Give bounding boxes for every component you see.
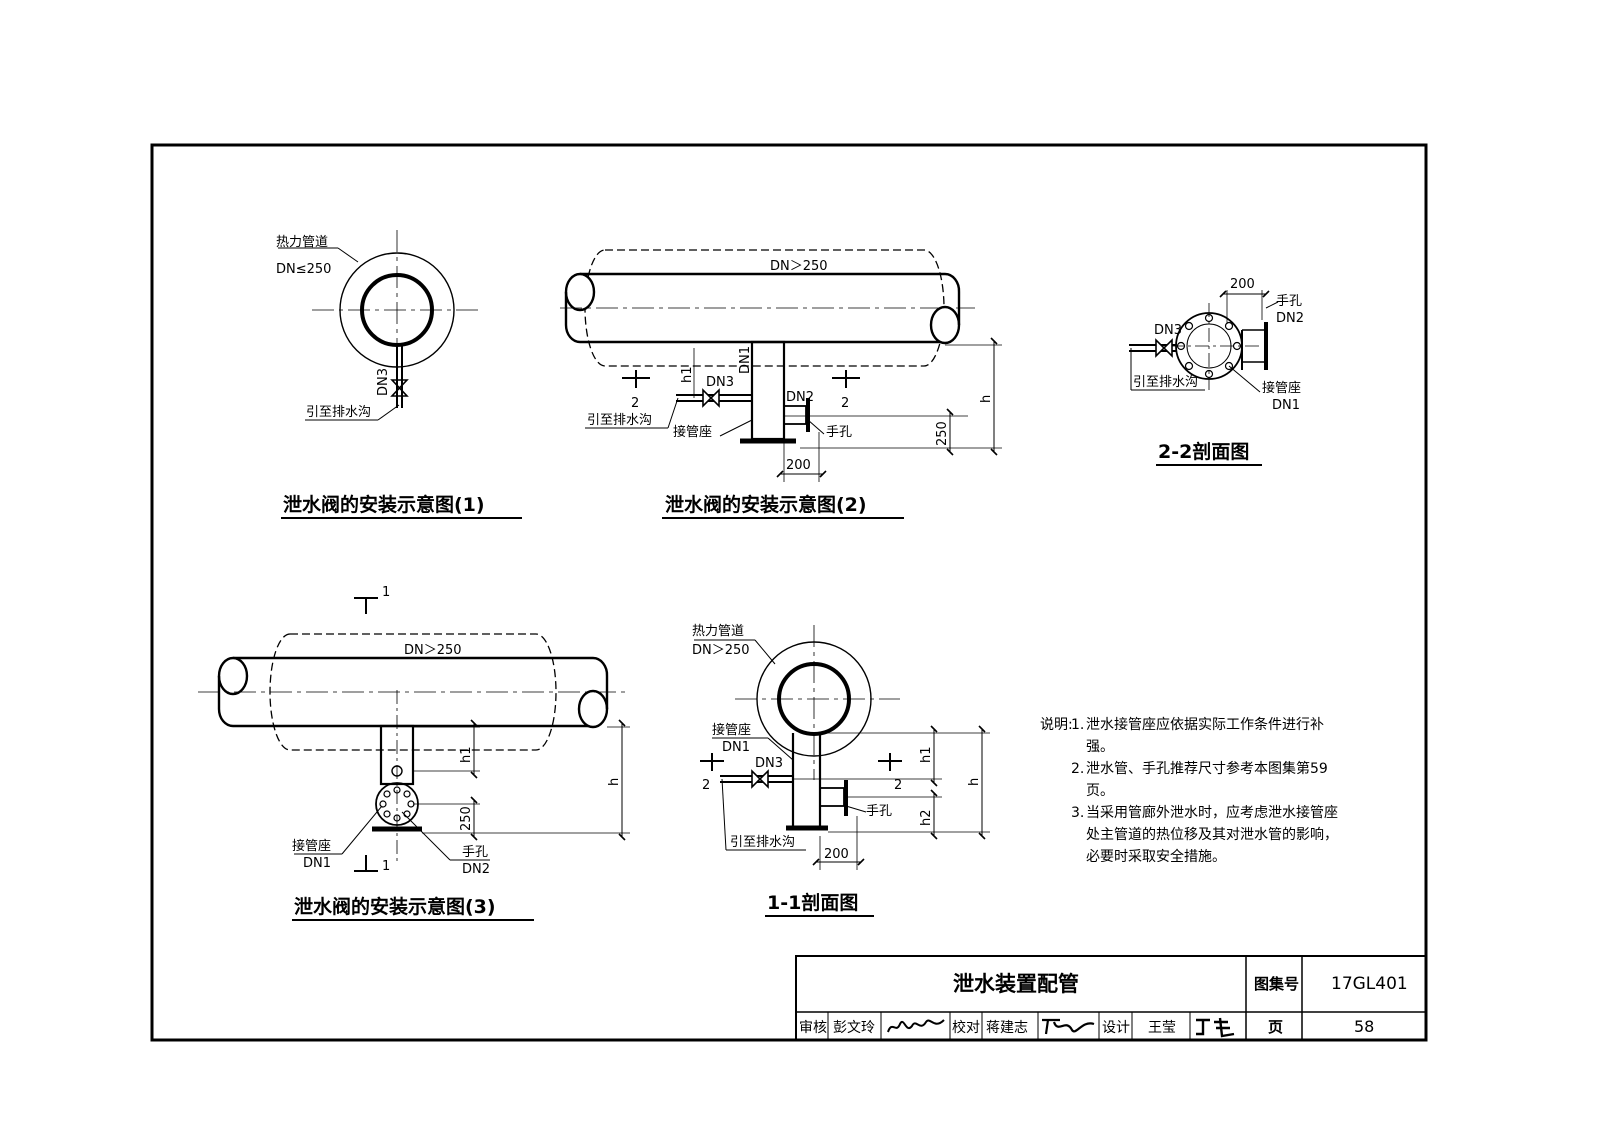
- atlas-no-label: 图集号: [1254, 975, 1299, 993]
- title-sec11: 1-1剖面图: [767, 891, 858, 914]
- label-dn1: DN1: [1272, 398, 1300, 413]
- label-socket-seat: 接管座: [292, 838, 331, 854]
- atlas-no: 17GL401: [1331, 974, 1408, 994]
- label-dn2: DN2: [462, 862, 490, 877]
- label-to-drain: 引至排水沟: [1133, 375, 1198, 390]
- note-item: 3.当采用管廊外泄水时，应考虑泄水接管座处主管道的热位移及其对泄水管的影响，必要…: [1071, 802, 1340, 868]
- section-1-1: DN3 手孔 热力管道 DN＞250 接管座 DN1 2 2 引至排水沟 h1: [692, 624, 990, 917]
- label-h1: h1: [680, 366, 695, 383]
- label-dn-le-250: DN≤250: [276, 262, 331, 277]
- note-text: 当采用管廊外泄水时，应考虑泄水接管座处主管道的热位移及其对泄水管的影响，必要时采…: [1086, 805, 1338, 865]
- label-heat-pipe: 热力管道: [692, 624, 744, 639]
- label-dn-gt-250: DN＞250: [692, 643, 750, 658]
- label-h: h: [967, 778, 982, 786]
- label-h2: h2: [919, 809, 934, 826]
- label-dim-250: 250: [935, 421, 950, 446]
- label-dn2: DN2: [1276, 311, 1304, 326]
- section-mark-1: 1: [382, 585, 390, 600]
- checker-signature: [1042, 1018, 1095, 1035]
- label-heat-pipe: 热力管道: [276, 235, 328, 250]
- valve-icon: [390, 379, 409, 397]
- note-item: 2.泄水管、手孔推荐尺寸参考本图集第59页。: [1071, 758, 1340, 802]
- section-mark-2: 2: [841, 396, 849, 411]
- label-dn-gt-250: DN＞250: [404, 643, 462, 658]
- drawing-title: 泄水装置配管: [953, 972, 1079, 996]
- title-block: 泄水装置配管 图集号 17GL401 审核 彭文玲 校对 蒋建志 设计 王莹 页…: [795, 955, 1427, 1041]
- page-label: 页: [1268, 1018, 1283, 1036]
- title-fig3: 泄水阀的安装示意图(3): [294, 895, 496, 918]
- label-to-drain: 引至排水沟: [306, 405, 371, 420]
- label-h1: h1: [459, 746, 474, 763]
- title-fig2: 泄水阀的安装示意图(2): [665, 493, 867, 516]
- notes-header: 说明:: [1040, 717, 1073, 733]
- label-h: h: [607, 778, 622, 786]
- checker-name: 蒋建志: [986, 1020, 1028, 1036]
- section-mark-2: 2: [631, 396, 639, 411]
- valve-icon: [702, 388, 720, 408]
- section-mark-2: 2: [894, 778, 902, 793]
- designer-signature: [1196, 1017, 1235, 1038]
- title-fig1: 泄水阀的安装示意图(1): [283, 493, 485, 516]
- label-dim-200: 200: [824, 847, 849, 862]
- label-h1: h1: [919, 746, 934, 763]
- label-to-drain: 引至排水沟: [730, 835, 795, 850]
- designer-name: 王莹: [1148, 1020, 1176, 1036]
- figure-3: DN＞250 1 1 h1 250 h: [198, 585, 630, 921]
- check-label: 校对: [952, 1019, 980, 1036]
- figure-2: DN＞250 DN1 DN3 h1 DN2 手孔 引至排水沟 接管座 2 2: [560, 249, 1002, 519]
- notes-block: 说明: 1.泄水接管座应依据实际工作条件进行补强。 2.泄水管、手孔推荐尺寸参考…: [1040, 714, 1340, 868]
- label-dn1: DN1: [722, 740, 750, 755]
- label-to-drain: 引至排水沟: [587, 413, 652, 428]
- valve-icon: [1155, 338, 1173, 358]
- label-hand-hole: 手孔: [866, 804, 892, 819]
- label-dn3: DN3: [1154, 323, 1182, 338]
- note-number: 2.: [1071, 761, 1085, 777]
- label-dim-200: 200: [786, 458, 811, 473]
- section-mark-1: 1: [382, 859, 390, 874]
- notes-list: 1.泄水接管座应依据实际工作条件进行补强。 2.泄水管、手孔推荐尺寸参考本图集第…: [1040, 714, 1340, 868]
- label-hand-hole: 手孔: [826, 425, 852, 440]
- label-dn-gt-250: DN＞250: [770, 259, 828, 274]
- page-number: 58: [1354, 1017, 1374, 1036]
- label-dn2: DN2: [786, 390, 814, 405]
- label-h: h: [979, 395, 994, 403]
- note-text: 泄水接管座应依据实际工作条件进行补强。: [1086, 717, 1324, 755]
- label-dn1: DN1: [738, 346, 753, 374]
- section-mark-2: 2: [702, 778, 710, 793]
- section-2-2: DN3 引至排水沟 200 手孔 DN2 接管座 DN1 2-2剖面图: [1129, 277, 1304, 466]
- note-item: 1.泄水接管座应依据实际工作条件进行补强。: [1071, 714, 1340, 758]
- label-hand-hole: 手孔: [462, 845, 488, 860]
- label-hand-hole: 手孔: [1276, 294, 1302, 309]
- label-socket-seat: 接管座: [1262, 380, 1301, 396]
- label-dn3: DN3: [376, 368, 391, 396]
- figure-1: 热力管道 DN≤250 DN3 引至排水沟 泄水阀的安装示意图(1): [276, 230, 522, 519]
- valve-icon: [751, 769, 769, 789]
- note-text: 泄水管、手孔推荐尺寸参考本图集第59页。: [1086, 761, 1328, 799]
- sheet-border: [150, 143, 1428, 1042]
- review-label: 审核: [799, 1020, 827, 1036]
- label-socket-seat: 接管座: [712, 722, 751, 738]
- label-socket-seat: 接管座: [673, 424, 712, 440]
- label-dn3: DN3: [755, 756, 783, 771]
- reviewer-name: 彭文玲: [833, 1020, 875, 1036]
- design-label: 设计: [1102, 1020, 1130, 1036]
- note-number: 3.: [1071, 805, 1085, 821]
- title-sec22: 2-2剖面图: [1158, 440, 1249, 463]
- reviewer-signature: [887, 1019, 945, 1033]
- label-dn1: DN1: [303, 856, 331, 871]
- note-number: 1.: [1071, 717, 1085, 733]
- label-dim-200: 200: [1230, 277, 1255, 292]
- label-dim-250: 250: [459, 806, 474, 831]
- label-dn3: DN3: [706, 375, 734, 390]
